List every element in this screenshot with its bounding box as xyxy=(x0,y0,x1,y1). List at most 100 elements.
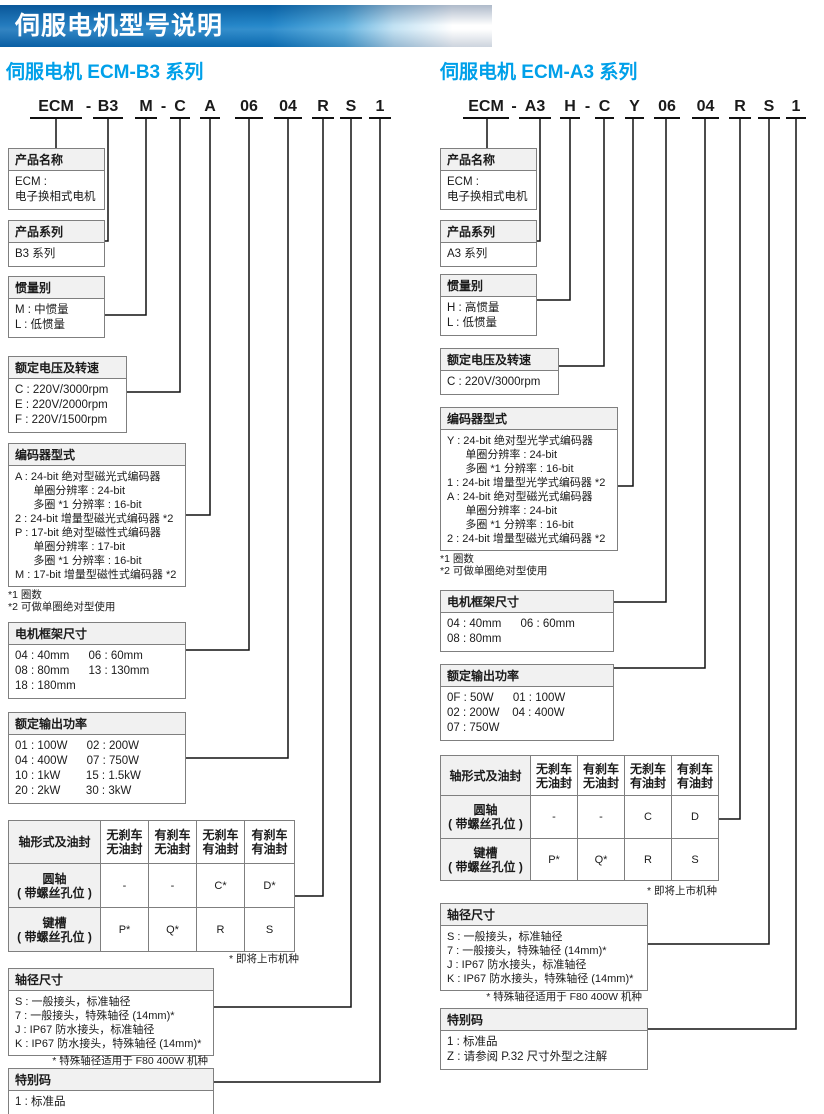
box-title: 产品名称 xyxy=(9,149,104,171)
page-header-banner: 伺服电机型号说明 xyxy=(0,5,492,47)
shaft-dia-footnote: * 特殊轴径适用于 F80 400W 机种 xyxy=(52,1055,208,1067)
box-title: 额定输出功率 xyxy=(9,713,185,735)
table-cell: S xyxy=(244,907,294,951)
box-body: Y : 24-bit 绝对型光学式编码器 单圈分辨率 : 24-bit 多圈 *… xyxy=(447,435,606,545)
table-col-header: 无刹车 无油封 xyxy=(100,821,148,863)
model-code-segment: R xyxy=(312,98,334,119)
shaft-dia-footnote: * 特殊轴径适用于 F80 400W 机种 xyxy=(486,991,642,1003)
box-title: 产品名称 xyxy=(441,149,536,171)
table-col-header: 无刹车 有油封 xyxy=(624,756,671,795)
box-title: 编码器型式 xyxy=(9,444,185,466)
model-code-segment: ECM xyxy=(463,98,509,119)
box-title: 额定输出功率 xyxy=(441,665,613,687)
table-cell: D* xyxy=(244,863,294,907)
box-body: 04 : 40mm 06 : 60mm 08 : 80mm 13 : 130mm… xyxy=(15,650,150,692)
page-title: 伺服电机型号说明 xyxy=(15,12,224,40)
right-box-frame-size: 电机框架尺寸 04 : 40mm 06 : 60mm 08 : 80mm xyxy=(440,590,614,652)
box-title: 特别码 xyxy=(9,1069,213,1091)
model-code-segment: 06 xyxy=(235,98,263,119)
table-cell: P* xyxy=(100,907,148,951)
model-code-segment: S xyxy=(758,98,780,119)
model-code-segment: H xyxy=(560,98,580,119)
table-cell: C xyxy=(624,795,671,838)
box-title: 电机框架尺寸 xyxy=(9,623,185,645)
table-col-header: 无刹车 有油封 xyxy=(196,821,244,863)
model-code-hyphen: - xyxy=(584,98,591,115)
model-code-segment: S xyxy=(340,98,362,119)
box-body: ECM : 电子换相式电机 xyxy=(447,176,528,203)
left-box-special-code: 特别码 1 : 标准品 xyxy=(8,1068,214,1114)
model-code-segment: A3 xyxy=(519,98,551,119)
table-corner-cell: 轴形式及油封 xyxy=(441,756,530,795)
table-cell: R xyxy=(196,907,244,951)
table-col-header: 有刹车 无油封 xyxy=(577,756,624,795)
box-title: 产品系列 xyxy=(9,221,104,243)
table-cell: C* xyxy=(196,863,244,907)
right-box-inertia: 惯量别 H : 高惯量 L : 低惯量 xyxy=(440,274,537,336)
left-shaft-oil-seal-table: 轴形式及油封 无刹车 无油封 有刹车 无油封 无刹车 有油封 有刹车 有油封 圆… xyxy=(8,820,295,952)
model-code-segment: 06 xyxy=(654,98,680,119)
table-col-header: 有刹车 有油封 xyxy=(671,756,718,795)
model-code-segment: ECM xyxy=(30,98,82,119)
box-title: 轴径尺寸 xyxy=(441,904,647,926)
box-title: 特别码 xyxy=(441,1009,647,1031)
model-code-segment: C xyxy=(170,98,190,119)
table-cell: Q* xyxy=(577,838,624,880)
box-body: 0F : 50W 01 : 100W 02 : 200W 04 : 400W 0… xyxy=(447,692,566,734)
box-title: 额定电压及转速 xyxy=(441,349,558,371)
box-body: ECM : 电子换相式电机 xyxy=(15,176,96,203)
table-row-label: 圆轴 ( 带螺丝孔位 ) xyxy=(441,795,530,838)
table-row-label: 键槽 ( 带螺丝孔位 ) xyxy=(441,838,530,880)
table-footnote: * 即将上市机种 xyxy=(229,953,300,965)
left-box-voltage-speed: 额定电压及转速 C : 220V/3000rpm E : 220V/2000rp… xyxy=(8,356,127,433)
box-body: A : 24-bit 绝对型磁光式编码器 单圈分辨率 : 24-bit 多圈 *… xyxy=(15,471,177,581)
right-box-encoder: 编码器型式 Y : 24-bit 绝对型光学式编码器 单圈分辨率 : 24-bi… xyxy=(440,407,618,551)
right-box-voltage-speed: 额定电压及转速 C : 220V/3000rpm xyxy=(440,348,559,395)
model-code-segment: 04 xyxy=(692,98,719,119)
box-body: M : 中惯量 L : 低惯量 xyxy=(15,304,69,331)
right-box-shaft-dia: 轴径尺寸 S : 一般接头，标准轴径 7 : 一般接头，特殊轴径 (14mm)*… xyxy=(440,903,648,991)
left-box-product-series: 产品系列 B3 系列 xyxy=(8,220,105,267)
table-cell: Q* xyxy=(148,907,196,951)
box-title: 惯量别 xyxy=(9,277,104,299)
model-code-segment: Y xyxy=(625,98,644,119)
model-code-segment: R xyxy=(729,98,751,119)
table-row-label: 键槽 ( 带螺丝孔位 ) xyxy=(9,907,100,951)
section-title-ecm-a3: 伺服电机 ECM-A3 系列 xyxy=(440,62,638,83)
box-body: 1 : 标准品 xyxy=(15,1096,66,1108)
right-box-product-series: 产品系列 A3 系列 xyxy=(440,220,537,267)
table-cell: - xyxy=(100,863,148,907)
box-title: 电机框架尺寸 xyxy=(441,591,613,613)
left-box-encoder: 编码器型式 A : 24-bit 绝对型磁光式编码器 单圈分辨率 : 24-bi… xyxy=(8,443,186,587)
left-box-product-name: 产品名称 ECM : 电子换相式电机 xyxy=(8,148,105,210)
model-code-hyphen: - xyxy=(511,98,517,115)
model-code-segment: 04 xyxy=(274,98,302,119)
left-box-shaft-dia: 轴径尺寸 S : 一般接头，标准轴径 7 : 一般接头，特殊轴径 (14mm)*… xyxy=(8,968,214,1056)
right-box-rated-power: 额定输出功率 0F : 50W 01 : 100W 02 : 200W 04 :… xyxy=(440,664,614,741)
box-title: 轴径尺寸 xyxy=(9,969,213,991)
model-code-segment: 1 xyxy=(786,98,806,119)
table-col-header: 有刹车 有油封 xyxy=(244,821,294,863)
table-cell: D xyxy=(671,795,718,838)
model-code-hyphen: - xyxy=(85,98,92,115)
box-body: A3 系列 xyxy=(447,248,488,260)
left-box-inertia: 惯量别 M : 中惯量 L : 低惯量 xyxy=(8,276,105,338)
table-col-header: 无刹车 无油封 xyxy=(530,756,577,795)
model-code-segment: C xyxy=(595,98,614,119)
right-box-special-code: 特别码 1 : 标准品 Z : 请参阅 P.32 尺寸外型之注解 xyxy=(440,1008,648,1070)
box-body: H : 高惯量 L : 低惯量 xyxy=(447,302,500,329)
right-shaft-oil-seal-table: 轴形式及油封 无刹车 无油封 有刹车 无油封 无刹车 有油封 有刹车 有油封 圆… xyxy=(440,755,719,881)
box-title: 惯量别 xyxy=(441,275,536,297)
model-code-segment: B3 xyxy=(93,98,123,119)
box-body: S : 一般接头，标准轴径 7 : 一般接头，特殊轴径 (14mm)* J : … xyxy=(447,931,634,985)
table-cell: - xyxy=(148,863,196,907)
box-body: 04 : 40mm 06 : 60mm 08 : 80mm xyxy=(447,618,575,645)
box-body: 01 : 100W 02 : 200W 04 : 400W 07 : 750W … xyxy=(15,740,141,797)
model-code-segment: A xyxy=(200,98,220,119)
box-body: C : 220V/3000rpm E : 220V/2000rpm F : 22… xyxy=(15,384,109,426)
model-code-segment: M xyxy=(135,98,157,119)
table-cell: - xyxy=(530,795,577,838)
model-code-segment: 1 xyxy=(369,98,391,119)
table-col-header: 有刹车 无油封 xyxy=(148,821,196,863)
